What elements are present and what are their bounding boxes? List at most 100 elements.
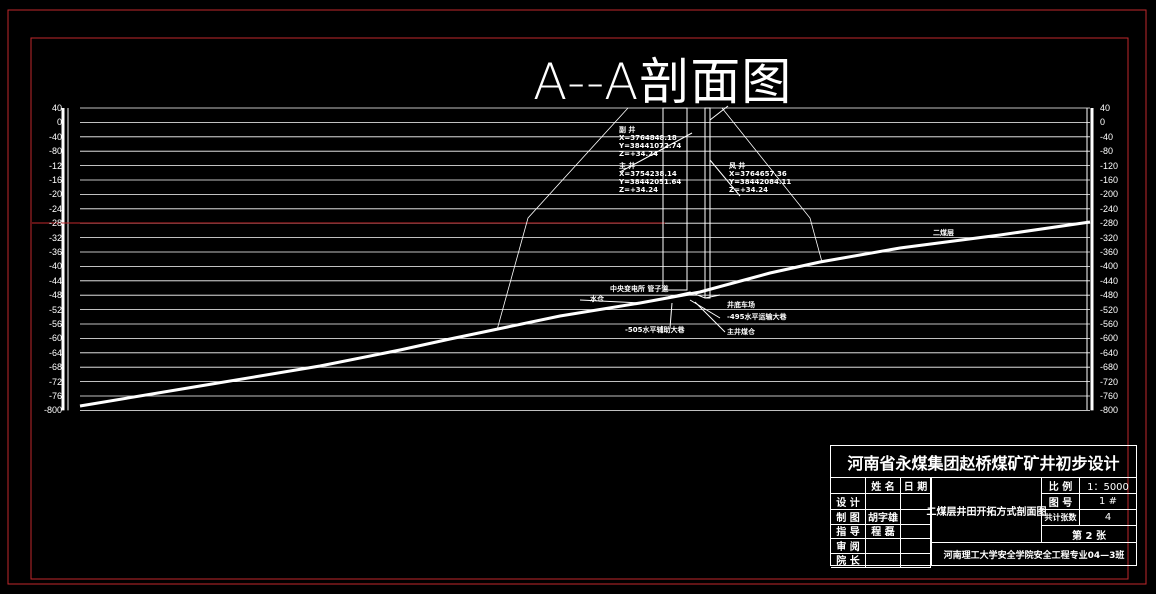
aux-shaft-x: X=3764848.18 <box>619 134 677 142</box>
sheet-number: 第 2 张 <box>1041 526 1136 542</box>
yard-label: 井底车场 <box>727 301 755 309</box>
bunker-label: 主井煤仓 <box>727 328 755 336</box>
title-block: 河南省永煤集团赵桥煤矿矿井初步设计 姓 名日 期设 计制 图胡字雄指 导程 磊审… <box>830 445 1137 568</box>
elevation-tick-label: 40 <box>51 103 62 113</box>
elevation-tick-label: -24 <box>48 203 62 214</box>
main-shaft-name: 主 井 <box>619 162 636 170</box>
elevation-tick-label: -160 <box>1100 175 1119 185</box>
elevation-tick-label: -280 <box>1100 218 1119 229</box>
elevation-tick-label: -200 <box>1100 189 1119 200</box>
coal-seam-line <box>79 220 1091 408</box>
main-shaft-x: X=3754238.14 <box>619 170 677 178</box>
inner-frame <box>30 37 1129 580</box>
elevation-tick-label: -16 <box>48 175 62 185</box>
date-cell <box>901 523 931 539</box>
air-shaft-y: Y=38442084.11 <box>729 178 792 186</box>
elevation-tick-label: -60 <box>48 333 62 344</box>
level-495-label: -495水平运输大巷 <box>727 313 787 321</box>
person-name <box>866 494 901 510</box>
elevation-tick-label: -520 <box>1100 304 1119 315</box>
substation-label: 中央变电所 管子道 <box>610 285 669 293</box>
main-shaft-label: 主 井 X=3754238.14 Y=38442051.64 Z=+34.24 <box>619 162 681 194</box>
elevation-tick-label: -52 <box>48 304 62 315</box>
role-label: 制 图 <box>831 508 866 525</box>
sump-label: 水仓 <box>590 295 604 303</box>
elevation-tick-label: -20 <box>48 189 62 200</box>
elevation-tick-label: -600 <box>1100 333 1119 344</box>
date-cell <box>901 537 931 554</box>
aux-shaft-name: 副 井 <box>619 126 636 134</box>
elevation-tick-label: -480 <box>1100 290 1119 301</box>
role-label: 院 长 <box>831 552 866 568</box>
aux-shaft-z: Z=+34.24 <box>619 150 658 158</box>
elevation-tick-label: -68 <box>48 362 62 373</box>
elevation-tick-label: -80 <box>48 146 62 157</box>
elevation-tick-label: -440 <box>1100 275 1119 286</box>
air-shaft-x: X=3764657.36 <box>729 170 787 178</box>
elevation-tick-label: -400 <box>1100 261 1119 272</box>
date-cell <box>901 552 931 568</box>
elevation-tick-label: -64 <box>48 347 62 358</box>
elevation-tick-label: 40 <box>1100 103 1111 113</box>
elevation-tick-label: -800 <box>1100 405 1119 416</box>
elevation-tick-label: -28 <box>48 218 62 229</box>
person-name <box>866 552 901 568</box>
elevation-tick-label: -320 <box>1100 232 1119 243</box>
elevation-tick-label: -680 <box>1100 362 1119 373</box>
aux-shaft-y: Y=38441072.74 <box>619 142 682 150</box>
sheets-value: 4 <box>1079 510 1136 526</box>
air-shaft-z: Z=+34.24 <box>729 186 768 194</box>
elevation-tick-label: -12 <box>48 160 62 171</box>
date-header: 日 期 <box>901 478 931 494</box>
elevation-tick-label: -120 <box>1100 160 1119 171</box>
scale-value: 1：5000 <box>1079 478 1136 494</box>
air-shaft-label: 风 井 X=3764657.36 Y=38442084.11 Z=+34.24 <box>729 162 791 194</box>
elevation-tick-label: -800 <box>43 405 62 416</box>
elevation-tick-label: -40 <box>48 131 62 142</box>
elevation-tick-label: -640 <box>1100 347 1119 358</box>
elevation-tick-label: -560 <box>1100 319 1119 329</box>
right-protection-boundary <box>721 107 823 263</box>
main-shaft-z: Z=+34.24 <box>619 186 658 194</box>
elevation-tick-label: -40 <box>48 261 62 272</box>
elevation-tick-label: -44 <box>48 275 62 286</box>
elevation-tick-label: -76 <box>48 391 62 401</box>
elevation-tick-label: -240 <box>1100 203 1119 214</box>
role-label: 审 阅 <box>831 537 866 554</box>
person-name <box>866 537 901 554</box>
aux-shaft-label: 副 井 X=3764848.18 Y=38441072.74 Z=+34.24 <box>619 126 681 158</box>
name-header: 姓 名 <box>866 478 901 494</box>
shafts <box>579 105 741 333</box>
elevation-tick-label: -360 <box>1100 247 1119 257</box>
elevation-grid <box>61 107 1094 411</box>
left-protection-boundary <box>496 107 629 331</box>
main-shaft-y: Y=38442051.64 <box>619 178 682 186</box>
elevation-tick-label: -720 <box>1100 376 1119 387</box>
elevation-tick-label: -40 <box>1100 131 1114 142</box>
date-cell <box>901 508 931 525</box>
elevation-tick-label: -56 <box>48 319 62 329</box>
project-title: 河南省永煤集团赵桥煤矿矿井初步设计 <box>831 446 1136 478</box>
elevation-tick-label: -80 <box>1100 146 1114 157</box>
elevation-tick-label: -32 <box>48 232 62 243</box>
scale-label: 比 例 <box>1041 478 1079 494</box>
drawing-subtitle: 二煤层井田开拓方式剖面图 <box>927 478 1047 542</box>
elevation-tick-label: -36 <box>48 247 62 257</box>
drawing-no-label: 图 号 <box>1041 494 1079 510</box>
outer-frame <box>7 9 1147 585</box>
drawing-title: A--A剖面图 <box>533 53 793 111</box>
date-cell <box>901 494 931 510</box>
drawing-no-value: 1 # <box>1079 494 1136 510</box>
elevation-tick-label: 0 <box>56 117 62 128</box>
air-shaft-name: 风 井 <box>729 162 746 170</box>
elevation-tick-label: -72 <box>48 376 62 387</box>
header-empty <box>831 478 866 494</box>
person-name: 程 磊 <box>866 523 901 539</box>
role-label: 设 计 <box>831 494 866 510</box>
sheets-label: 共计张数 <box>1041 510 1079 526</box>
elevation-tick-label: 0 <box>1100 117 1106 128</box>
seam-label: 二煤层 <box>933 229 954 237</box>
school-label: 河南理工大学安全学院安全工程专业04—3班 <box>931 542 1136 566</box>
elevation-tick-label: -48 <box>48 290 62 301</box>
